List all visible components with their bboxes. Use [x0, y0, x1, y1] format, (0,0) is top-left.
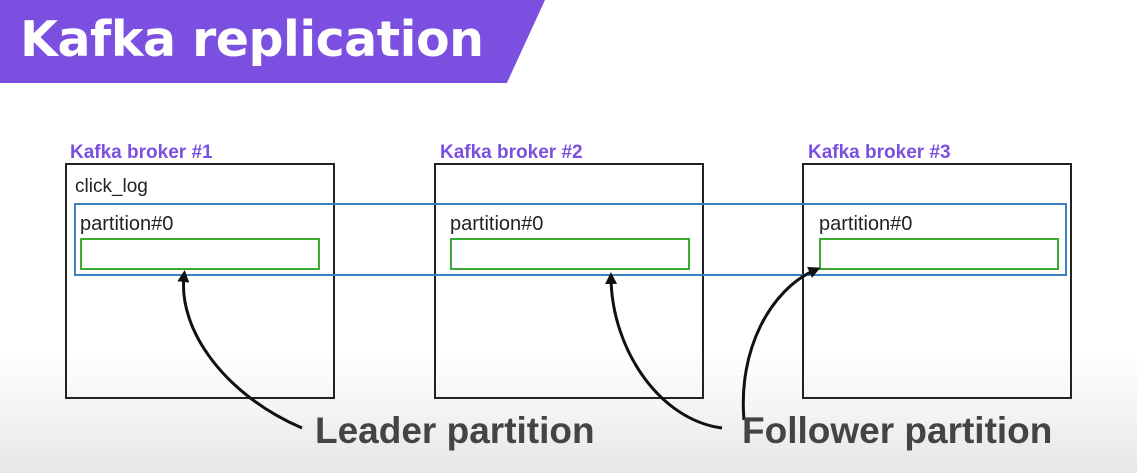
broker-label-3: Kafka broker #3	[808, 142, 951, 163]
topic-box	[74, 203, 1067, 276]
partition-label-1: partition#0	[80, 213, 174, 235]
broker-box-1	[65, 163, 335, 399]
leader-caption: Leader partition	[315, 410, 595, 451]
broker-box-3	[802, 163, 1072, 399]
broker-label-2: Kafka broker #2	[440, 142, 583, 163]
follower-caption: Follower partition	[742, 410, 1053, 451]
page-title: Kafka replication	[20, 11, 484, 68]
partition-label-2: partition#0	[450, 213, 544, 235]
topic-label: click_log	[75, 176, 148, 197]
title-banner	[0, 0, 545, 83]
partition-box-2	[450, 238, 690, 270]
partition-label-3: partition#0	[819, 213, 913, 235]
broker-label-1: Kafka broker #1	[70, 142, 213, 163]
partition-box-1	[80, 238, 320, 270]
partition-box-3	[819, 238, 1059, 270]
broker-box-2	[434, 163, 704, 399]
